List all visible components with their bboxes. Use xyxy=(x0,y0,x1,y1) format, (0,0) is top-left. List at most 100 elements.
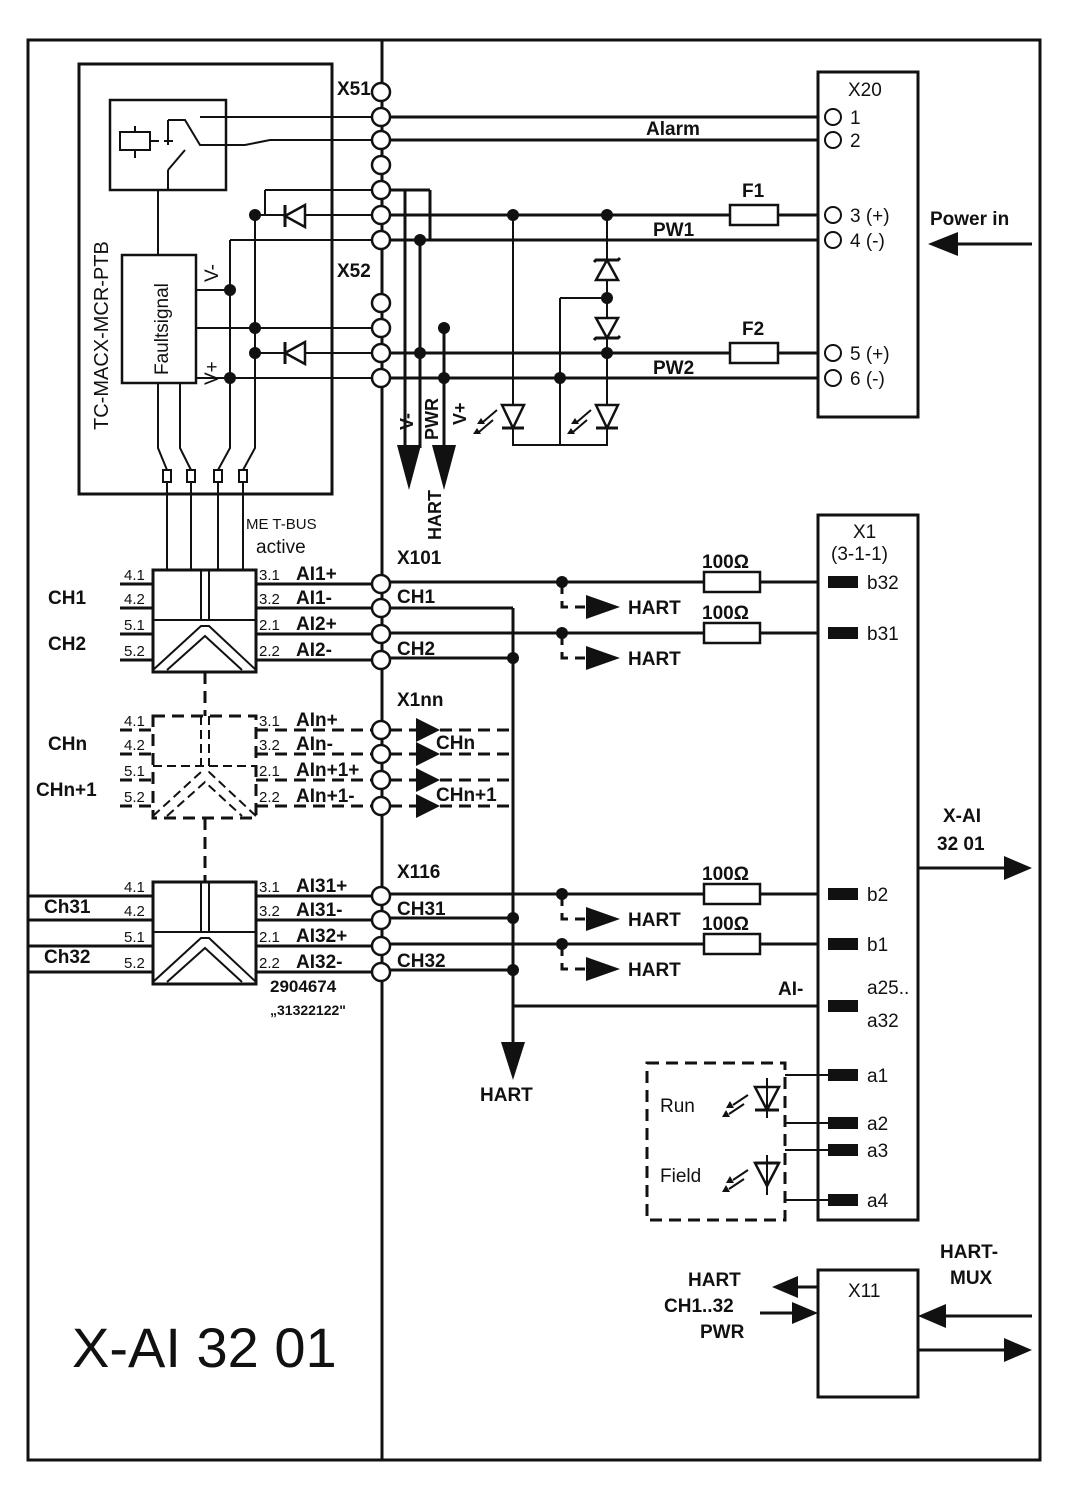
relay-module-box xyxy=(77,62,334,496)
x20-pin-terminal xyxy=(824,369,842,387)
channel-terminal xyxy=(370,769,392,791)
adapter-pin-right: 2.2 xyxy=(259,789,280,806)
x20-pin-label: 4 (-) xyxy=(850,231,885,252)
adapter-pin-left: 5.1 xyxy=(124,929,145,946)
output-arrow xyxy=(918,856,1032,880)
adapter-pin-left: 4.1 xyxy=(124,879,145,896)
adapter-pin-right: 2.2 xyxy=(259,643,280,660)
channel-label-left: CHn xyxy=(48,734,87,755)
adapter-pin-right: 2.1 xyxy=(259,617,280,634)
hart-down-label: HART xyxy=(480,1085,533,1106)
x20-pin-terminal xyxy=(824,108,842,126)
led-box xyxy=(645,1061,787,1222)
hart-mux-label-1: HART- xyxy=(940,1242,998,1263)
adapter-pin-left: 5.1 xyxy=(124,763,145,780)
channel-terminal xyxy=(370,743,392,765)
x20-pin-terminal xyxy=(824,131,842,149)
adapter-pin-left: 4.2 xyxy=(124,591,145,608)
junction xyxy=(249,322,261,334)
fault-vminus-label: V- xyxy=(202,264,223,282)
adapter-pin-left: 4.2 xyxy=(124,903,145,920)
run-led xyxy=(722,1078,782,1118)
x116-label: X116 xyxy=(397,862,440,883)
x1-pin-label: a25.. xyxy=(867,978,909,999)
adapter-pin-right: 3.1 xyxy=(259,713,280,730)
led-wires xyxy=(785,1074,828,1201)
channel-bus-label: CH1 xyxy=(397,587,435,608)
bus-pwr-label: PWR xyxy=(422,398,442,440)
channel-terminal xyxy=(370,961,392,983)
relay-symbol xyxy=(108,98,228,192)
x11-label: X11 xyxy=(848,1281,880,1302)
channel-terminal xyxy=(370,909,392,931)
x20-pins: 123 (+)4 (-)5 (+)6 (-) xyxy=(824,108,890,390)
channel-bus-label: CH2 xyxy=(397,639,435,660)
adapter-pin-left: 4.1 xyxy=(124,567,145,584)
channel-terminal xyxy=(370,795,392,817)
x20-pin-label: 5 (+) xyxy=(850,344,890,365)
junction xyxy=(224,284,236,296)
channel-label-left: Ch32 xyxy=(44,947,90,968)
adapter-pin-left: 4.2 xyxy=(124,737,145,754)
x11-arrows xyxy=(760,1276,1032,1362)
x52-terminals xyxy=(370,292,392,389)
x1-pin-contact xyxy=(828,1000,858,1012)
outer-frame xyxy=(26,38,1042,1462)
device-title: X-AI 32 01 xyxy=(72,1316,337,1379)
x1-pin-contact xyxy=(828,1117,858,1129)
x1nn-label: X1nn xyxy=(397,690,443,711)
signal-label: AI1+ xyxy=(296,564,337,585)
adapter-pin-left: 5.1 xyxy=(124,617,145,634)
x11-hart-label: HART xyxy=(688,1270,741,1291)
x1-pin-label: b31 xyxy=(867,624,899,645)
metbus-label: ME T-BUS xyxy=(246,516,317,533)
x1-label: X1 xyxy=(853,522,876,543)
adapter-pin-left: 5.2 xyxy=(124,643,145,660)
x20-pin-label: 2 xyxy=(850,131,861,152)
signal-label: AIn+1+ xyxy=(296,760,359,781)
x1-pin-contact xyxy=(828,1069,858,1081)
part-number: 2904674 xyxy=(270,977,337,996)
x20-pin-label: 6 (-) xyxy=(850,369,885,390)
x1-pin-label: b1 xyxy=(867,935,888,956)
adapter-pin-left: 5.2 xyxy=(124,955,145,972)
signal-label: AIn- xyxy=(296,734,333,755)
channel-label-left: CH2 xyxy=(48,634,86,655)
x1-pin-label: a1 xyxy=(867,1066,888,1087)
f1-label: F1 xyxy=(742,181,765,202)
adapter-pin-right: 2.2 xyxy=(259,955,280,972)
adapter-pin-right: 2.1 xyxy=(259,929,280,946)
pw2-label: PW2 xyxy=(653,358,694,379)
x20-pin-label: 3 (+) xyxy=(850,206,890,227)
x1-pin-label: a32 xyxy=(867,1011,899,1032)
power-in-arrow xyxy=(928,232,1032,256)
x1-pin-label: a3 xyxy=(867,1141,888,1162)
channel-bus-label: CH31 xyxy=(397,899,446,920)
relay-contact-wire-2 xyxy=(215,139,380,146)
channel-terminal xyxy=(370,573,392,595)
bus-vminus-label: V- xyxy=(397,413,417,430)
channel-label-left: CH1 xyxy=(48,588,86,609)
x1-pin-label: b2 xyxy=(867,885,888,906)
hart-label: HART xyxy=(628,598,681,619)
signal-label: AI32+ xyxy=(296,926,347,947)
x11-pwr-label: PWR xyxy=(700,1322,745,1343)
x1-pin-label: b32 xyxy=(867,573,899,594)
wire-lead-1 xyxy=(157,383,168,471)
signal-label: AI2+ xyxy=(296,614,337,635)
relay-module-name: TC-MACX-MCR-PTB xyxy=(91,241,113,430)
resistor-label: 100Ω xyxy=(702,864,749,885)
x1-pin-contact xyxy=(828,627,858,639)
fault-vplus-label: V+ xyxy=(202,361,223,385)
x1-pin-contact xyxy=(828,888,858,900)
bus-plugs xyxy=(162,469,248,570)
x11-box xyxy=(816,1268,920,1399)
adapter-pin-right: 3.2 xyxy=(259,903,280,920)
metbus-active-label: active xyxy=(256,537,306,558)
